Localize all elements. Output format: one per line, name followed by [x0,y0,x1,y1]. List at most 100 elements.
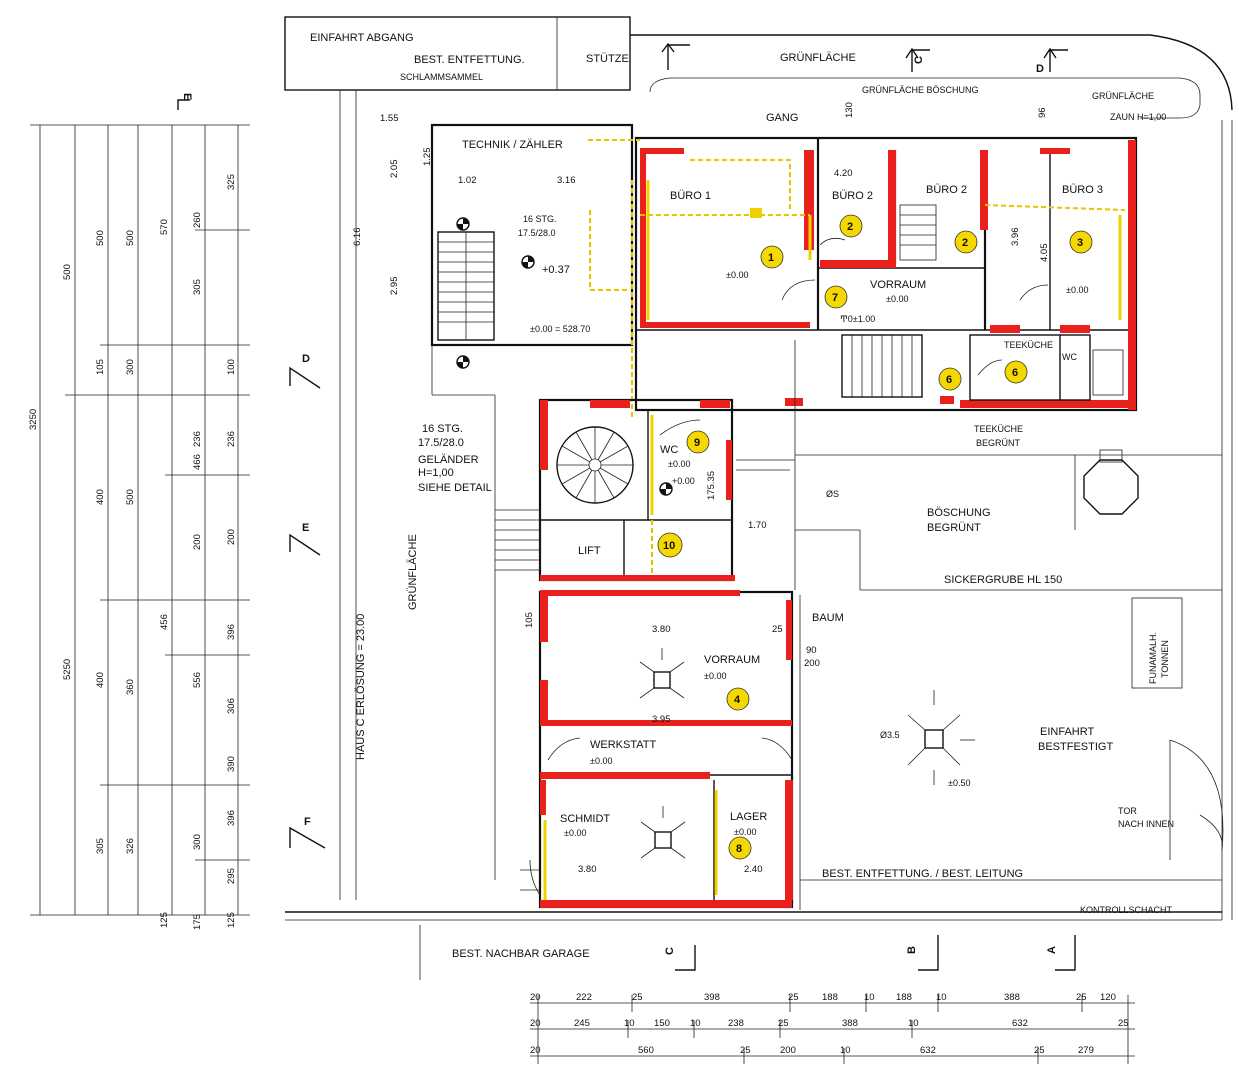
level-lager: ±0.00 [734,827,756,837]
yard-drain-symbol [907,690,975,785]
label-level-ref: ±0.00 = 528.70 [530,324,590,334]
dim-bottom: 25 [632,992,643,1003]
label-baum: BAUM [812,612,844,624]
label-zaun: ZAUN H=1,00 [1110,112,1166,122]
dim-left: 396 [226,810,237,826]
dim-bottom: 200 [780,1045,796,1056]
label-buero3: BÜRO 3 [1062,184,1103,196]
dim-left: 236 [226,431,237,447]
dim-bottom: 238 [728,1018,744,1029]
label-vorraum-mid: VORRAUM [704,654,760,666]
dim-bottom: 25 [778,1018,789,1029]
room-number: 8 [736,843,742,855]
label-boeschung: BÖSCHUNG [927,507,991,519]
label-begruent: BEGRÜNT [927,522,981,534]
dim-bottom: 10 [936,992,947,1003]
label-buero2a: BÜRO 2 [832,190,873,202]
level-diam: Ø3.5 [880,730,900,740]
top-building [430,123,1138,420]
dim-left: 360 [125,679,136,695]
label-buero1: BÜRO 1 [670,190,711,202]
room-number: 6 [946,374,952,386]
dim-bottom: 150 [654,1018,670,1029]
dim-left: 400 [95,489,106,505]
ceiling-fixture-schmidt [640,806,686,859]
stair-buero2 [899,204,937,261]
level-3: ±0.00 [1066,285,1088,295]
section-letter: D [1036,63,1044,75]
dim-top: 130 [844,102,855,118]
level-wc9a: ±0.00 [668,459,690,469]
label-gang: GANG [766,112,798,124]
dim-bottom: 25 [1076,992,1087,1003]
label-werkstatt: WERKSTATT [590,739,656,751]
dim-left: 305 [95,838,106,854]
dim-left: 390 [226,756,237,772]
dim-mid: 90 [806,645,817,656]
label-stg-mid-ratio: 17.5/28.0 [418,437,464,449]
dim-top: 4.05 [1039,244,1050,263]
room-number-circle [938,367,962,391]
dim-left: 260 [192,212,203,228]
label-einfahrt-abgang: EINFAHRT ABGANG [310,32,414,44]
room-number-circle [1069,230,1093,254]
dim-left: 300 [125,359,136,375]
dim-bottom: 25 [1034,1045,1045,1056]
dim-left: 570 [159,219,170,235]
label-nachbar-garage: BEST. NACHBAR GARAGE [452,948,590,960]
dim-mid: 105 [524,612,535,628]
room-number: 2 [847,221,853,233]
section-letter: F [304,816,311,828]
label-wc-mid: WC [660,444,678,456]
dim-bottom: 25 [740,1045,751,1056]
dim-top: 2.95 [389,277,400,296]
level-werkstatt: ±0.00 [590,756,612,766]
dim-bottom: 560 [638,1045,654,1056]
dim-left: 175 [192,914,203,930]
room-number-circle [839,214,863,238]
section-letter: B [906,946,918,954]
dim-left: 100 [226,359,237,375]
label-gruenflaeche-top: GRÜNFLÄCHE [780,52,856,64]
dim-mid: 3.80 [652,624,671,635]
label-best-entfettung-top: BEST. ENTFETTUNG. [414,54,525,66]
dim-left: 200 [192,534,203,550]
dim-top: 3.16 [557,175,576,186]
level-7: ±0.00 [886,294,908,304]
dim-bottom: 188 [822,992,838,1003]
room-number-circle [824,285,848,309]
room-number: 7 [832,292,838,304]
dim-left: 236 [192,431,203,447]
dim-bottom: 10 [864,992,875,1003]
stair-center [841,334,923,398]
dim-bottom: 10 [624,1018,635,1029]
dim-top: 1.02 [458,175,477,186]
dim-bottom: 632 [920,1045,936,1056]
dim-top: 1.25 [422,148,433,167]
label-siehe-detail: SIEHE DETAIL [418,482,492,494]
dim-left: 200 [226,529,237,545]
dim-left: 556 [192,672,203,688]
dim-left: 500 [125,489,136,505]
label-vorraum-top: VORRAUM [870,279,926,291]
label-schlammsammel: SCHLAMMSAMMEL [400,72,483,82]
section-letter: D [302,353,310,365]
dim-mid: 200 [804,658,820,669]
room-number: 10 [663,540,675,552]
label-teekueche: TEEKÜCHE [1004,340,1053,350]
bottom-dimensions [530,995,1135,1064]
level-wc9b: +0.00 [672,476,695,486]
room-number-markers [657,214,1093,860]
dim-left: 325 [226,174,237,190]
label-gruenflaeche-boeschung: GRÜNFLÄCHE BÖSCHUNG [862,85,979,95]
dim-bottom: 279 [1078,1045,1094,1056]
dim-bottom: 20 [530,992,541,1003]
spiral-stair [556,426,634,504]
dim-left: 400 [95,672,106,688]
dim-left: 125 [159,912,170,928]
label-schmidt: SCHMIDT [560,813,610,825]
dim-bottom: 20 [530,1045,541,1056]
dim-bottom: 188 [896,992,912,1003]
dim-mid: 3.95 [652,714,671,725]
dim-bottom: 120 [1100,992,1116,1003]
